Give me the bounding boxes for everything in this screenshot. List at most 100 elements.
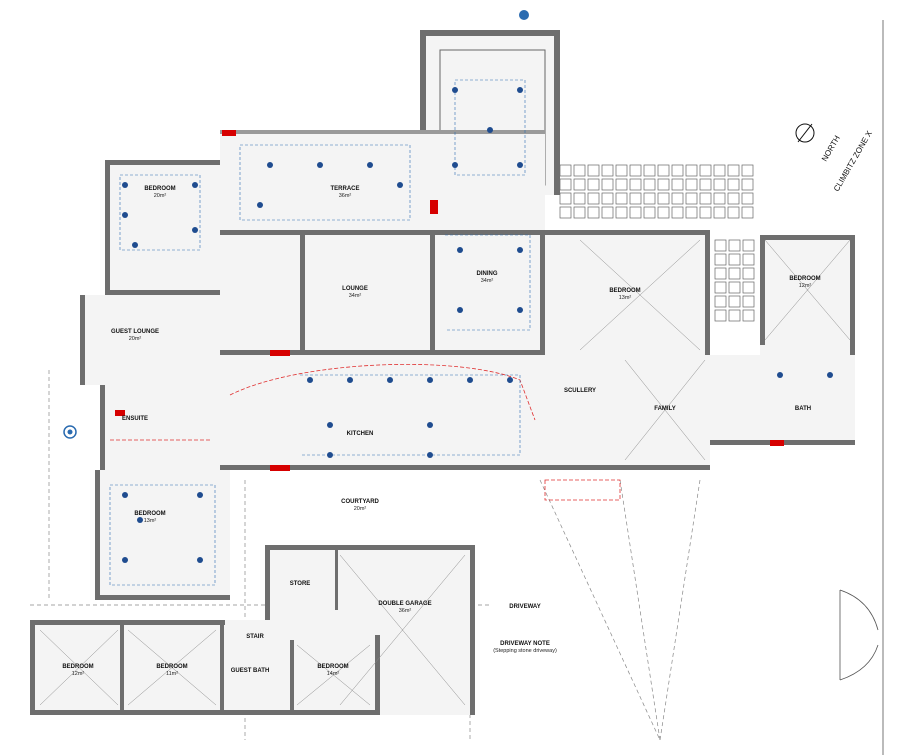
stepping-stone (629, 164, 642, 177)
ceiling-light-icon (507, 377, 513, 383)
room-bedroom-flat-label: BEDROOM (317, 664, 348, 670)
stepping-stone (573, 178, 586, 191)
stepping-stone (713, 206, 726, 219)
stepping-stone (714, 309, 727, 322)
ceiling-light-icon (517, 307, 523, 313)
room-store-label: STORE (290, 581, 311, 587)
room-guest-lounge-area: 20m² (129, 336, 142, 342)
stepping-stone (573, 192, 586, 205)
stepping-stone (671, 164, 684, 177)
stepping-stone (741, 192, 754, 205)
ceiling-light-icon (367, 162, 373, 168)
stepping-stone (699, 178, 712, 191)
stepping-stone (615, 164, 628, 177)
electrical-wiring (109, 79, 531, 586)
stepping-stone (601, 164, 614, 177)
stepping-stone (727, 164, 740, 177)
stepping-stone (741, 206, 754, 219)
room-garage-label: DOUBLE GARAGE (378, 601, 431, 607)
north-label: NORTH (820, 134, 842, 163)
ceiling-light-icon (307, 377, 313, 383)
driveway-subnote: (Stepping stone driveway) (493, 648, 557, 654)
room-terrace-label: TERRACE (330, 186, 359, 192)
stepping-stone (742, 239, 755, 252)
ceiling-light-icon (137, 517, 143, 523)
ceiling-light-icon (197, 557, 203, 563)
stepping-stone (615, 192, 628, 205)
ceiling-light-icon (517, 247, 523, 253)
ceiling-light-icon (517, 162, 523, 168)
ceiling-light-icon (487, 127, 493, 133)
stepping-stone (699, 164, 712, 177)
stepping-stone (699, 206, 712, 219)
stepping-stone (714, 281, 727, 294)
stepping-stone (615, 178, 628, 191)
stepping-stone (601, 192, 614, 205)
room-bedroom-main-label: BEDROOM (144, 186, 175, 192)
stepping-stone (728, 295, 741, 308)
stepping-stone (601, 206, 614, 219)
ceiling-light-icon (427, 377, 433, 383)
ceiling-light-icon (257, 202, 263, 208)
ceiling-light-icon (517, 87, 523, 93)
stepping-stone (657, 206, 670, 219)
stepping-stone (559, 192, 572, 205)
room-bedroom-main-area: 20m² (154, 193, 167, 199)
ceiling-light-icon (427, 422, 433, 428)
stepping-stone (559, 206, 572, 219)
stepping-stone (685, 192, 698, 205)
ceiling-light-icon (452, 87, 458, 93)
ceiling-light-icon (132, 242, 138, 248)
stepping-stone (742, 253, 755, 266)
stepping-stone (643, 192, 656, 205)
ceiling-light-icon (427, 452, 433, 458)
stepping-stone (559, 164, 572, 177)
room-lounge-label: LOUNGE (342, 286, 368, 292)
north-arrow: NORTH CLIMBITZ ZONE X (795, 123, 874, 193)
room-scullery-label: SCULLERY (564, 388, 596, 394)
ceiling-light-icon (347, 377, 353, 383)
stepping-stone (742, 267, 755, 280)
room-kitchen-label: KITCHEN (347, 431, 374, 437)
stepping-stone (559, 178, 572, 191)
section-markers (63, 10, 529, 439)
stepping-stone (615, 206, 628, 219)
room-stair-label: STAIR (246, 634, 264, 640)
boundary-lines (30, 20, 884, 755)
gate-detail (839, 589, 879, 681)
stepping-stone (728, 281, 741, 294)
stepping-stone (601, 178, 614, 191)
room-labels: BEDROOM 20m² TERRACE 36m² LOUNGE 34m² DI… (62, 186, 820, 677)
stepping-stone (657, 192, 670, 205)
room-bedroom3-area: 12m² (799, 283, 812, 289)
ceiling-light-icon (122, 212, 128, 218)
ceiling-light-icon (457, 247, 463, 253)
room-bedroom4-label: BEDROOM (134, 511, 165, 517)
stepping-stone (685, 206, 698, 219)
stepping-stone (629, 206, 642, 219)
stepping-stone (727, 178, 740, 191)
ceiling-light-icon (317, 162, 323, 168)
room-bedroom5-area: 12m² (72, 671, 85, 677)
room-terrace-area: 36m² (339, 193, 352, 199)
stepping-stone (671, 178, 684, 191)
stepping-stone (587, 164, 600, 177)
ceiling-light-icon (327, 422, 333, 428)
room-bedroom2-label: BEDROOM (609, 288, 640, 294)
ceiling-light-icon (397, 182, 403, 188)
room-lounge-area: 34m² (349, 293, 362, 299)
room-garage-area: 36m² (399, 608, 412, 614)
stepping-stone (587, 192, 600, 205)
stepping-stone (741, 164, 754, 177)
room-bedroom-flat-area: 14m² (327, 671, 340, 677)
stepping-stone (699, 192, 712, 205)
stepping-stone (573, 164, 586, 177)
ceiling-light-icon (327, 452, 333, 458)
ceiling-light-icon (777, 372, 783, 378)
room-bedroom6-label: BEDROOM (156, 664, 187, 670)
ceiling-light-icon (122, 182, 128, 188)
stepping-stone (714, 295, 727, 308)
stepping-stone (728, 309, 741, 322)
stepping-stone (714, 253, 727, 266)
light-fixtures (122, 87, 833, 563)
